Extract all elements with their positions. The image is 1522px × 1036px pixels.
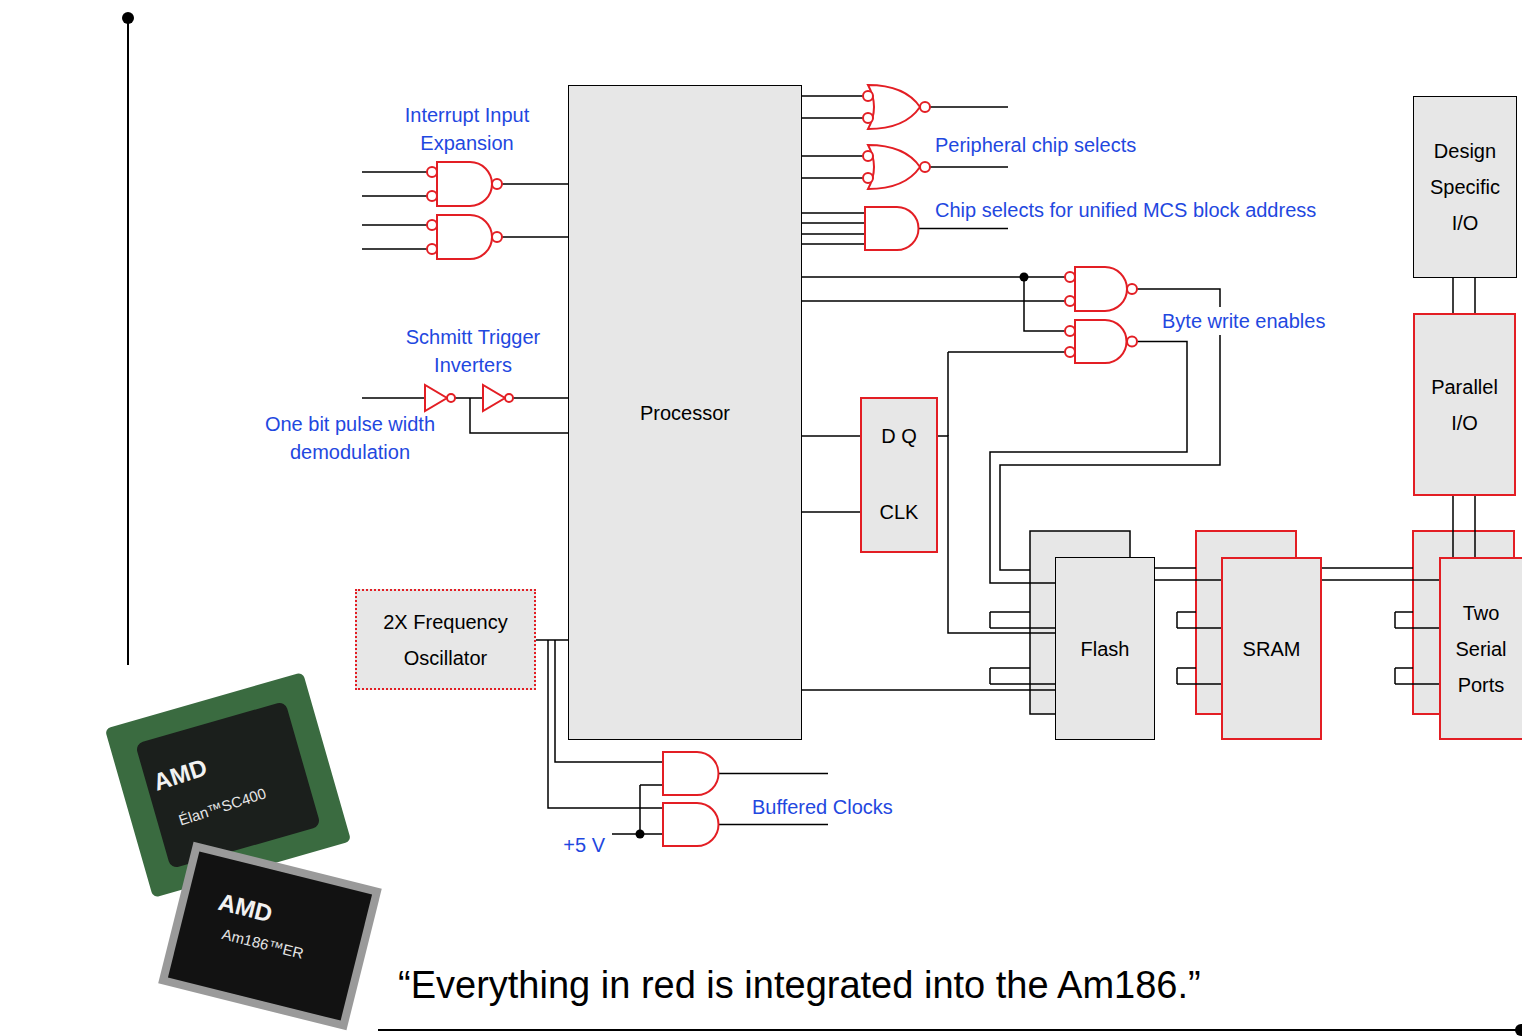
inversion-bubble <box>863 151 873 161</box>
signal-name: +5 V <box>563 831 605 859</box>
inversion-bubble <box>1127 337 1137 347</box>
inversion-bubble <box>505 394 513 402</box>
schmitt-inverter <box>483 385 505 411</box>
chip-package <box>168 851 372 1020</box>
chip-pins <box>158 842 382 1031</box>
node-text: SRAM <box>1243 631 1301 667</box>
chip-marking: Am186™ER <box>219 920 307 967</box>
junction-dot <box>1020 273 1029 282</box>
io-box: Parallel I/O <box>1413 313 1516 496</box>
inversion-bubble <box>1065 347 1075 357</box>
node-text: Design Specific I/O <box>1420 133 1510 241</box>
node-text: 2X Frequency Oscillator <box>363 604 528 676</box>
connector <box>938 436 1055 633</box>
frame-line <box>378 1029 1516 1031</box>
bus-tick <box>1395 612 1439 684</box>
and-gate <box>865 207 918 250</box>
connector <box>802 435 860 437</box>
inversion-bubble <box>492 232 502 242</box>
inversion-bubble <box>920 162 930 172</box>
inversion-bubble <box>427 167 437 177</box>
schmitt-inverter <box>425 385 447 411</box>
chip-die <box>135 701 321 869</box>
inversion-bubble <box>1065 272 1075 282</box>
inversion-bubble <box>447 394 455 402</box>
connector <box>802 511 860 513</box>
bus-tick <box>990 612 1055 684</box>
nand-gate <box>437 215 492 259</box>
chip-marking: Élan™SC400 <box>174 780 269 835</box>
node-text: Parallel I/O <box>1421 369 1508 441</box>
node-text: Flash <box>1081 631 1130 667</box>
connector <box>1322 579 1439 581</box>
or-gate <box>868 145 920 189</box>
connector <box>536 639 568 641</box>
serial-port-box: Two Serial Ports <box>1439 557 1522 740</box>
inversion-bubble <box>920 102 930 112</box>
chip-photo <box>158 842 382 1031</box>
inversion-bubble <box>427 191 437 201</box>
oscillator-box: 2X Frequency Oscillator <box>355 589 536 690</box>
frame-line <box>127 18 129 665</box>
inversion-bubble <box>863 91 873 101</box>
caption: “Everything in red is integrated into th… <box>398 962 1201 1008</box>
or-gate <box>868 85 920 129</box>
annotation: Byte write enables <box>1160 307 1327 335</box>
inversion-bubble <box>1127 284 1137 294</box>
inversion-bubble <box>1065 296 1075 306</box>
io-box: Design Specific I/O <box>1413 96 1517 278</box>
nand-gate <box>1075 267 1127 311</box>
node-text: D Q <box>862 418 936 454</box>
inversion-bubble <box>863 113 873 123</box>
nand-gate <box>437 162 492 206</box>
node-text: CLK <box>862 494 936 530</box>
junction-dot <box>636 830 645 839</box>
annotation: Chip selects for unified MCS block addre… <box>935 196 1316 224</box>
inversion-bubble <box>427 220 437 230</box>
memory-box: Flash <box>1055 557 1155 740</box>
annotation: Buffered Clocks <box>750 793 895 821</box>
connector <box>1155 579 1221 581</box>
annotation: Schmitt Trigger Inverters <box>393 323 553 379</box>
and-gate <box>663 752 719 795</box>
connector <box>1453 278 1475 313</box>
connector <box>802 689 1055 691</box>
annotation: Peripheral chip selects <box>935 131 1136 159</box>
inversion-bubble <box>492 179 502 189</box>
connector <box>1453 496 1475 557</box>
inversion-bubble <box>863 173 873 183</box>
node-text: Two Serial Ports <box>1447 595 1515 703</box>
bus-tick <box>1177 612 1221 684</box>
frame-dot <box>1515 1024 1522 1036</box>
inversion-bubble <box>427 244 437 254</box>
chip-marking: AMD <box>150 753 211 797</box>
memory-box: SRAM <box>1221 557 1322 740</box>
flip-flop-box: D Q CLK <box>860 397 938 553</box>
nand-gate <box>1075 320 1127 363</box>
inversion-bubble <box>1065 326 1075 336</box>
annotation: One bit pulse width demodulation <box>248 410 453 466</box>
processor-box: Processor <box>568 85 802 740</box>
chip-marking: AMD <box>215 888 275 928</box>
and-gate <box>663 803 719 846</box>
annotation: Interrupt Input Expansion <box>372 101 562 157</box>
wires <box>362 96 1439 834</box>
node-text: Processor <box>640 395 730 431</box>
